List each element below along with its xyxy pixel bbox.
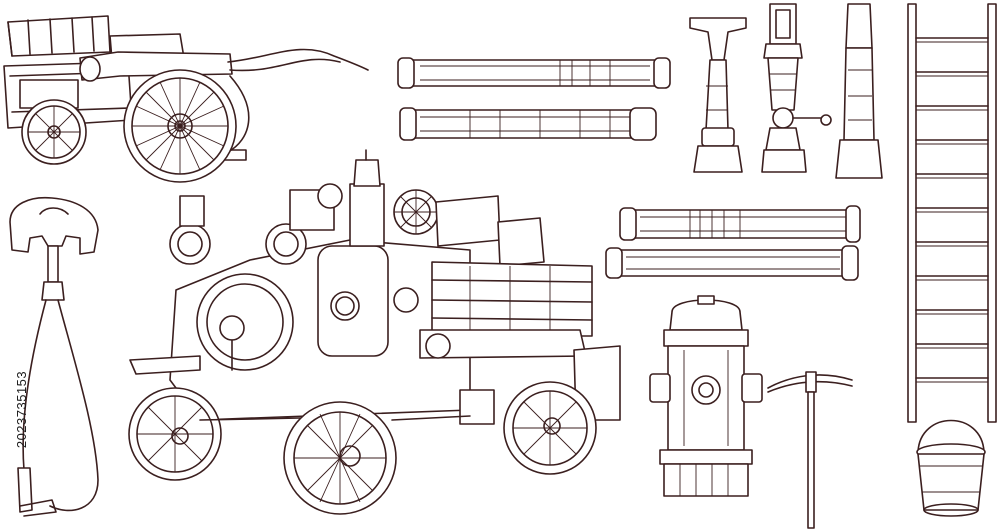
steam-fire-engine bbox=[128, 149, 621, 515]
hydrant-key bbox=[9, 196, 99, 517]
hose-mid-2 bbox=[605, 245, 859, 281]
fire-hydrant bbox=[649, 295, 763, 497]
nozzle-3 bbox=[835, 3, 883, 179]
ladder bbox=[907, 3, 997, 423]
pickaxe bbox=[767, 371, 853, 529]
hose-top-2 bbox=[399, 107, 657, 141]
nozzle-2 bbox=[761, 3, 832, 173]
hose-mid-1 bbox=[619, 205, 861, 243]
hand-cart bbox=[3, 15, 369, 183]
nozzle-1 bbox=[689, 17, 747, 173]
bucket bbox=[916, 419, 986, 517]
stock-id-watermark: 2023735153 bbox=[2, 286, 42, 532]
hose-top-1 bbox=[397, 57, 671, 89]
stock-id-text: 2023735153 bbox=[14, 370, 30, 448]
